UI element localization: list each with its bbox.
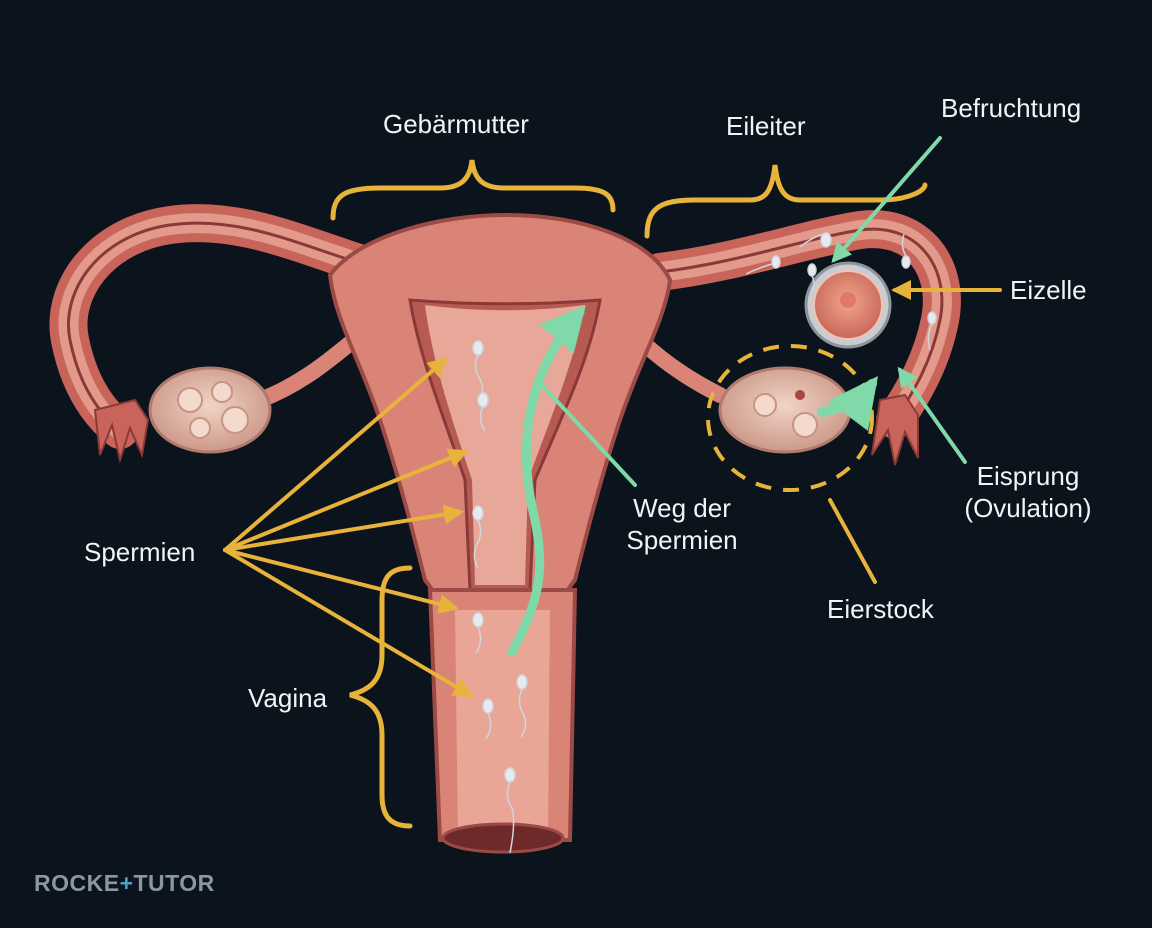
- sperm-cell-icon: [504, 767, 516, 854]
- right-fimbriae: [871, 393, 919, 466]
- logo-part2: TUTOR: [133, 870, 215, 896]
- right-ovary: [718, 366, 852, 454]
- label-ovulation-line1: Eisprung: [976, 461, 1080, 491]
- ovulation-release-arrow: [817, 376, 879, 431]
- sperm-cell-icon: [807, 263, 817, 291]
- sperm-cell-icon: [927, 311, 937, 351]
- ovulation-pointer-arrow: [897, 366, 967, 464]
- fertilization-arrow: [831, 136, 942, 264]
- label-ovulation-line2: (Ovulation): [964, 493, 1092, 523]
- label-vagina: Vagina: [248, 683, 328, 713]
- left-fimbriae: [93, 398, 150, 464]
- sperm-cell-icon: [901, 233, 911, 269]
- arrow-icon: [223, 504, 464, 552]
- sperm-cell-icon: [472, 340, 484, 402]
- brace-icon: [349, 565, 413, 829]
- braces: [330, 159, 928, 829]
- ovary-pointer-line: [828, 498, 877, 584]
- label-fallopian-tube: Eileiter: [726, 111, 806, 141]
- sperm-cell-icon: [472, 612, 484, 654]
- label-sperm-path-line1: Weg der: [633, 493, 731, 523]
- logo-part1: ROCKE: [34, 870, 120, 896]
- anatomy: [49, 204, 961, 854]
- sperm-cell-icon: [472, 505, 484, 569]
- label-ovary: Eierstock: [827, 594, 934, 624]
- sperm-cell-icon: [745, 255, 781, 275]
- arrow-icon: [223, 357, 449, 552]
- label-ovulation: Eisprung (Ovulation): [953, 460, 1103, 524]
- label-egg-cell: Eizelle: [1010, 275, 1087, 305]
- sperm-cell-icon: [799, 232, 832, 248]
- sperm-cell-icon: [482, 698, 494, 740]
- egg-cell-icon: [804, 261, 892, 349]
- sperm-path-arrow: [507, 305, 586, 657]
- label-sperm: Spermien: [84, 537, 196, 567]
- sperm-cell-icon: [516, 674, 528, 738]
- left-ovary: [148, 366, 272, 454]
- arrow-icon: [223, 548, 474, 698]
- sperm-cells: [472, 232, 937, 854]
- arrow-icon: [223, 448, 469, 552]
- label-fertilization: Befruchtung: [941, 93, 1082, 123]
- sperm-path-pointer: [540, 383, 637, 487]
- label-sperm-path-line2: Spermien: [626, 525, 738, 555]
- logo: ROCKE+TUTOR: [34, 870, 215, 897]
- logo-plus: +: [119, 870, 134, 896]
- arrow-icon: [223, 548, 459, 614]
- brace-icon: [330, 159, 616, 221]
- sperm-cell-icon: [477, 392, 489, 432]
- sperm-arrows: [223, 357, 474, 698]
- label-uterus: Gebärmutter: [383, 109, 529, 139]
- brace-icon: [644, 164, 928, 239]
- label-sperm-path: Weg der Spermien: [612, 492, 752, 556]
